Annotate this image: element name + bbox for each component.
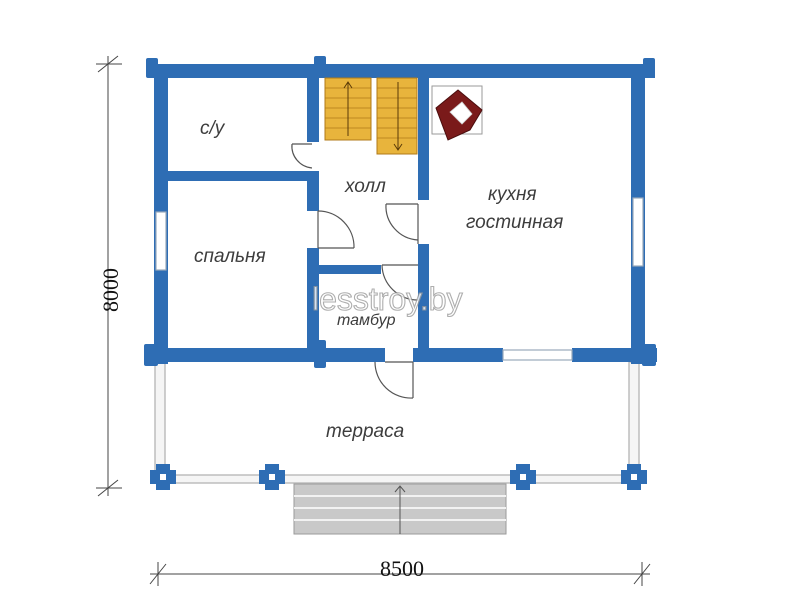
watermark-text: lesstroy.by <box>312 281 463 317</box>
post-2 <box>259 464 285 490</box>
bathroom-label: с/у <box>200 118 226 139</box>
door-kitchen <box>385 203 419 244</box>
window-bottom <box>502 349 573 361</box>
door-bathroom <box>291 142 313 171</box>
post-1 <box>150 464 176 490</box>
staircase <box>324 77 418 155</box>
door-bedroom <box>317 210 355 249</box>
bedroom-label: спальня <box>194 246 266 267</box>
post-4 <box>621 464 647 490</box>
kitchen-label: кухня <box>488 184 537 205</box>
height-dimension: 8000 <box>98 268 123 312</box>
window-right <box>632 197 644 267</box>
windows <box>155 197 644 361</box>
terrace-label: терраса <box>326 421 404 442</box>
entrance-steps <box>293 483 507 535</box>
doors <box>291 142 419 399</box>
living-room-label: гостинная <box>466 212 563 233</box>
vestibule-label: тамбур <box>337 312 396 329</box>
dimension-lines <box>96 55 651 586</box>
door-entrance <box>374 361 414 399</box>
hall-label: холл <box>344 176 386 197</box>
width-dimension: 8500 <box>380 556 424 581</box>
window-left <box>155 211 167 271</box>
post-3 <box>510 464 536 490</box>
terrace-posts <box>150 464 647 490</box>
fireplace-icon <box>431 85 483 141</box>
door-vestibule <box>381 264 419 301</box>
